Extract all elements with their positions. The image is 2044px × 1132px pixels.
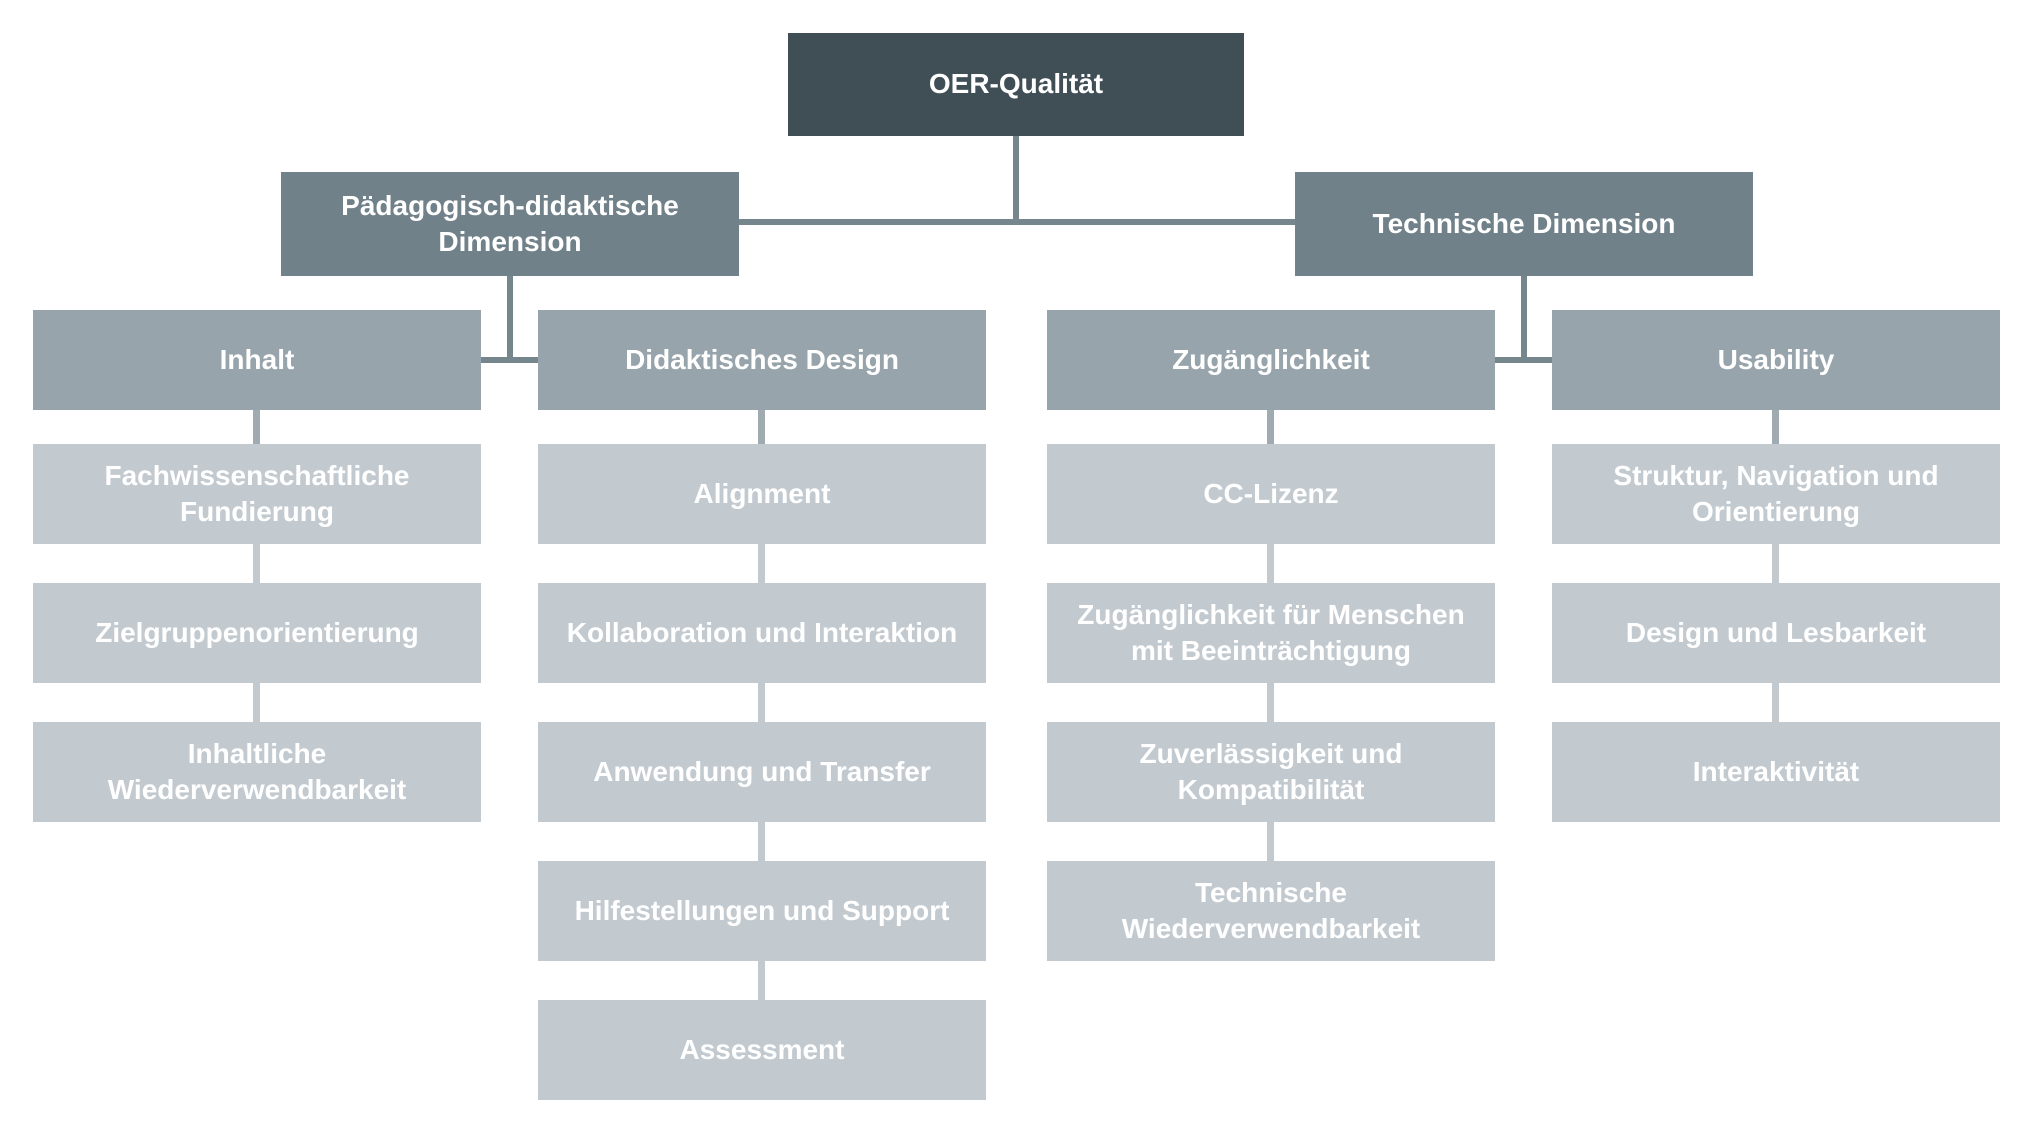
item-node-hilfestellungen-und-support: Hilfestellungen und Support: [538, 861, 986, 961]
connector-cat-zugaenglichkeit: [1267, 410, 1274, 444]
item-node-interaktivitaet: Interaktivität: [1552, 722, 2000, 822]
item-node-anwendung-und-transfer: Anwendung und Transfer: [538, 722, 986, 822]
dimension-node-paedagogisch-didaktisch: Pädagogisch-didaktische Dimension: [281, 172, 739, 276]
item-node-label: CC-Lizenz: [1203, 477, 1339, 509]
category-node-usability: Usability: [1552, 310, 2000, 410]
item-node-label: Inhaltliche Wiederverwendbarkeit: [107, 737, 407, 805]
connector-item: [758, 961, 765, 1000]
item-node-label: Zielgruppenorientierung: [95, 616, 419, 648]
connector-dim0-vertical: [507, 276, 513, 363]
item-node-label: Interaktivität: [1692, 755, 1860, 787]
connector-item: [1772, 544, 1779, 583]
connector-dim1-vertical: [1521, 276, 1527, 363]
item-node-alignment: Alignment: [538, 444, 986, 544]
connector-dim0-horizontal: [481, 357, 538, 363]
connector-item: [1267, 822, 1274, 861]
category-node-didaktisches-design: Didaktisches Design: [538, 310, 986, 410]
dimension-node-label: Technische Dimension: [1372, 207, 1676, 239]
item-node-struktur-navigation-orientierung: Struktur, Navigation und Orientierung: [1552, 444, 2000, 544]
item-node-assessment: Assessment: [538, 1000, 986, 1100]
item-node-zuverlaessigkeit-und-kompatibilitaet: Zuverlässigkeit und Kompatibilität: [1047, 722, 1495, 822]
category-node-inhalt: Inhalt: [33, 310, 481, 410]
connector-item: [758, 822, 765, 861]
item-node-fachwissenschaftliche-fundierung: Fachwissenschaftliche Fundierung: [33, 444, 481, 544]
connector-cat-inhalt: [253, 410, 260, 444]
item-node-label: Anwendung und Transfer: [593, 755, 931, 787]
item-node-zugaenglichkeit-fuer-menschen: Zugänglichkeit für Menschen mit Beeinträ…: [1047, 583, 1495, 683]
connector-item: [1267, 544, 1274, 583]
root-node: OER-Qualität: [788, 33, 1244, 136]
connector-item: [758, 544, 765, 583]
connector-cat-usability: [1772, 410, 1779, 444]
item-node-label: Zugänglichkeit für Menschen mit Beeinträ…: [1077, 598, 1465, 666]
item-node-inhaltliche-wiederverwendbarkeit: Inhaltliche Wiederverwendbarkeit: [33, 722, 481, 822]
item-node-kollaboration-und-interaktion: Kollaboration und Interaktion: [538, 583, 986, 683]
item-node-cc-lizenz: CC-Lizenz: [1047, 444, 1495, 544]
category-node-label: Usability: [1717, 343, 1835, 375]
item-node-label: Fachwissenschaftliche Fundierung: [104, 459, 410, 527]
connector-item: [1267, 683, 1274, 722]
item-node-label: Hilfestellungen und Support: [574, 894, 950, 926]
item-node-label: Kollaboration und Interaktion: [566, 616, 958, 648]
item-node-label: Design und Lesbarkeit: [1625, 616, 1927, 648]
item-node-label: Struktur, Navigation und Orientierung: [1613, 459, 1939, 527]
connector-dim1-horizontal: [1495, 357, 1552, 363]
root-node-label: OER-Qualität: [928, 68, 1104, 100]
item-node-label: Technische Wiederverwendbarkeit: [1121, 876, 1421, 944]
dimension-node-technisch: Technische Dimension: [1295, 172, 1753, 276]
connector-item: [253, 544, 260, 583]
connector-item: [253, 683, 260, 722]
item-node-label: Assessment: [679, 1033, 845, 1065]
item-node-label: Alignment: [693, 477, 831, 509]
connector-item: [758, 683, 765, 722]
category-node-label: Didaktisches Design: [625, 343, 899, 375]
category-node-label: Zugänglichkeit: [1172, 343, 1370, 375]
dimension-node-label: Pädagogisch-didaktische Dimension: [341, 189, 679, 257]
item-node-label: Zuverlässigkeit und Kompatibilität: [1139, 737, 1403, 805]
connector-cat-didaktisches-design: [758, 410, 765, 444]
item-node-design-und-lesbarkeit: Design und Lesbarkeit: [1552, 583, 2000, 683]
connector-item: [1772, 683, 1779, 722]
connector-root-horizontal: [739, 219, 1295, 225]
connector-root-vertical: [1013, 136, 1019, 222]
item-node-zielgruppenorientierung: Zielgruppenorientierung: [33, 583, 481, 683]
category-node-zugaenglichkeit: Zugänglichkeit: [1047, 310, 1495, 410]
item-node-technische-wiederverwendbarkeit: Technische Wiederverwendbarkeit: [1047, 861, 1495, 961]
category-node-label: Inhalt: [219, 343, 295, 375]
